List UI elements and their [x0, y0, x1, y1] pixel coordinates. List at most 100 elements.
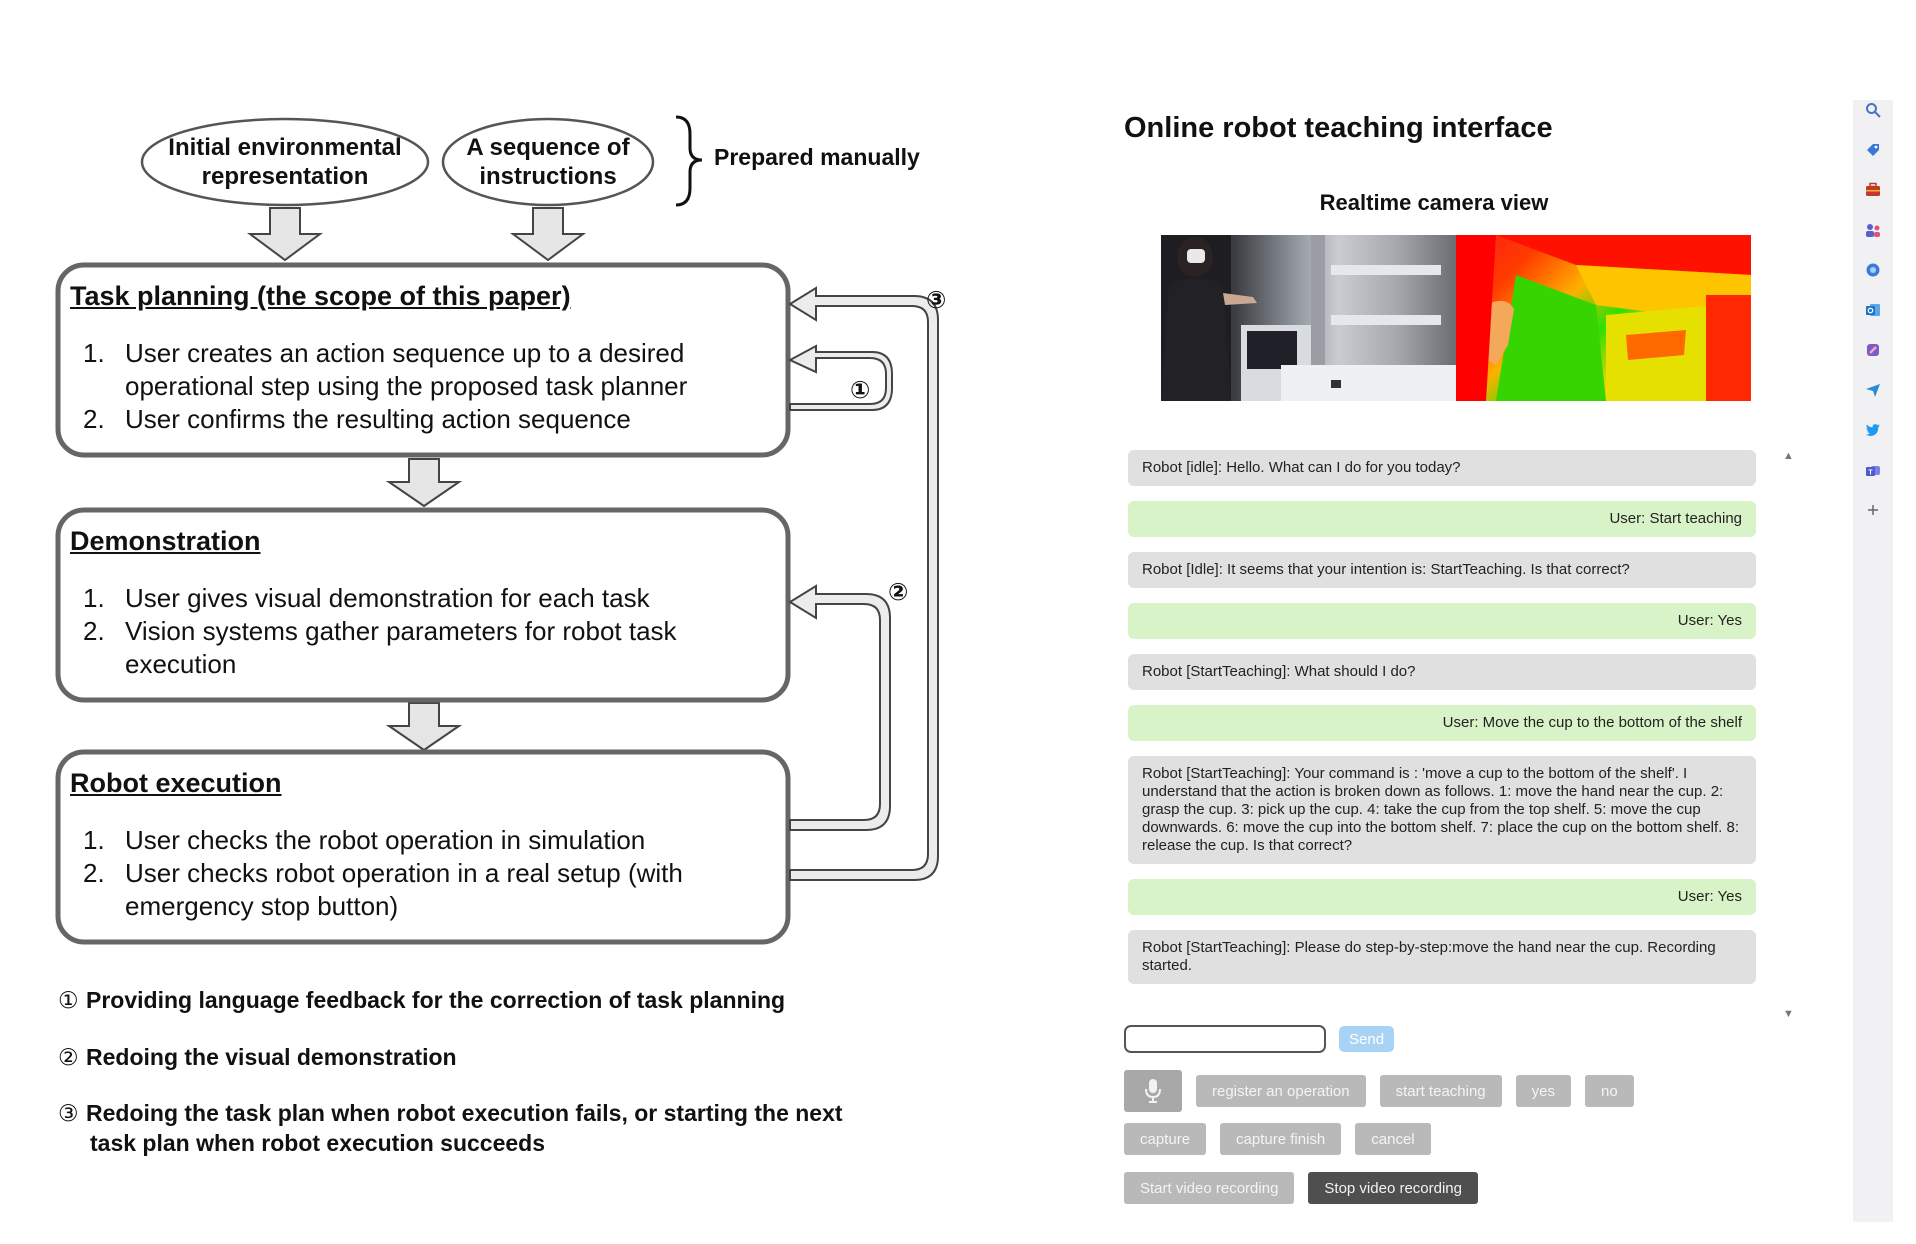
loop-label-3: ③: [926, 287, 947, 314]
depth-camera-frame: [1456, 235, 1751, 401]
register-operation-button[interactable]: register an operation: [1196, 1075, 1366, 1107]
loop-label-2: ②: [888, 579, 909, 606]
message-input[interactable]: [1124, 1025, 1326, 1053]
input-instr-line1: A sequence of: [466, 134, 630, 161]
robot-execution-content: Robot execution 1. User checks the robot …: [70, 767, 770, 923]
camera-view-title: Realtime camera view: [1319, 190, 1549, 215]
legend-text: Redoing the visual demonstration: [86, 1044, 457, 1070]
robot-execution-item-2: 2. User checks robot operation in a real …: [70, 857, 770, 923]
chat-message-user: User: Move the cup to the bottom of the …: [1128, 705, 1756, 741]
search-icon[interactable]: [1865, 102, 1881, 118]
loop-arrow-2: [788, 584, 891, 831]
start-teaching-button[interactable]: start teaching: [1379, 1075, 1502, 1107]
robot-execution-title: Robot execution: [70, 768, 282, 798]
item-text: Vision systems gather parameters for rob…: [125, 616, 677, 679]
interface-title: Online robot teaching interface: [1124, 112, 1553, 144]
box-demonstration: [55, 507, 791, 703]
item-number: 1.: [83, 825, 105, 855]
copilot-icon[interactable]: [1865, 262, 1881, 278]
scroll-up-icon[interactable]: ▲: [1783, 450, 1794, 462]
legend-text: Providing language feedback for the corr…: [86, 987, 786, 1013]
down-arrow-2: [509, 207, 587, 262]
video-button-row: Start video recording Stop video recordi…: [1124, 1172, 1492, 1204]
item-text: User creates an action sequence up to a …: [125, 338, 688, 401]
item-text: User gives visual demonstration for each…: [125, 583, 650, 613]
chat-message-robot: Robot [StartTeaching]: Your command is :…: [1128, 756, 1756, 864]
send-icon[interactable]: [1865, 382, 1881, 398]
legend-mark: ③: [58, 1100, 79, 1126]
chat-message-user: User: Yes: [1128, 603, 1756, 639]
no-button[interactable]: no: [1585, 1075, 1634, 1107]
microphone-icon: [1145, 1079, 1161, 1103]
input-env-line1: Initial environmental: [168, 134, 402, 161]
legend-mark: ①: [58, 987, 79, 1013]
legend-item-3: ③ Redoing the task plan when robot execut…: [58, 1098, 878, 1158]
capture-button[interactable]: capture: [1124, 1123, 1207, 1155]
camera-view: [1161, 235, 1751, 401]
input-instr-line2: instructions: [479, 163, 617, 190]
chat-message-robot: Robot [Idle]: It seems that your intenti…: [1128, 552, 1756, 588]
chat-message-robot: Robot [StartTeaching]: What should I do?: [1128, 654, 1756, 690]
input-env-line2: representation: [201, 163, 369, 190]
teaching-interface: Online robot teaching interface Realtime…: [1110, 0, 1850, 1244]
item-number: 1.: [83, 338, 105, 368]
item-number: 2.: [83, 858, 105, 888]
chat-log[interactable]: ▲ Robot [idle]: Hello. What can I do for…: [1128, 450, 1794, 1022]
capture-finish-button[interactable]: capture finish: [1220, 1123, 1342, 1155]
loop-arrow-3: [788, 286, 939, 881]
item-number: 1.: [83, 583, 105, 613]
tag-icon[interactable]: [1865, 142, 1881, 158]
stop-video-recording-button[interactable]: Stop video recording: [1308, 1172, 1478, 1204]
scroll-down-icon[interactable]: ▼: [1783, 1008, 1794, 1020]
down-arrow-4: [385, 702, 463, 752]
down-arrows: [246, 207, 587, 752]
microphone-button[interactable]: [1124, 1070, 1182, 1112]
outlook-icon[interactable]: [1865, 302, 1881, 318]
task-planning-item-2: 2.User confirms the resulting action seq…: [70, 403, 770, 436]
item-text: User checks the robot operation in simul…: [125, 825, 646, 855]
input-env-text: Initial environmental representation: [150, 133, 420, 191]
cancel-button[interactable]: cancel: [1355, 1123, 1431, 1155]
item-number: 2.: [83, 404, 105, 434]
people-icon[interactable]: [1865, 222, 1881, 238]
start-video-recording-button[interactable]: Start video recording: [1124, 1172, 1295, 1204]
workflow-diagram: Initial environmental representation A s…: [55, 115, 947, 1158]
rgb-camera-frame: [1161, 235, 1456, 401]
demonstration-title: Demonstration: [70, 526, 261, 556]
add-icon[interactable]: [1865, 502, 1881, 518]
legend-text-cont: task plan when robot execution succeeds: [90, 1130, 546, 1156]
task-planning-title: Task planning (the scope of this paper): [70, 281, 571, 311]
input-oval-instr: [441, 117, 655, 207]
designer-icon[interactable]: [1865, 342, 1881, 358]
input-instr-text: A sequence of instructions: [448, 133, 648, 191]
teams-icon[interactable]: T: [1865, 462, 1881, 478]
box-robot-execution: [55, 749, 791, 945]
command-button-row: register an operation start teaching yes…: [1124, 1070, 1648, 1112]
yes-button[interactable]: yes: [1515, 1075, 1571, 1107]
input-oval-env: [140, 117, 430, 207]
chat-message-robot: Robot [StartTeaching]: Please do step-by…: [1128, 930, 1756, 984]
diagram-shapes: [55, 115, 939, 945]
chat-message-robot: Robot [idle]: Hello. What can I do for y…: [1128, 450, 1756, 486]
twitter-icon[interactable]: [1865, 422, 1881, 438]
demonstration-item-2: 2.Vision systems gather parameters for r…: [70, 615, 770, 681]
item-text: User checks robot operation in a real se…: [125, 858, 683, 921]
robot-execution-item-1: 1. User checks the robot operation in sim…: [70, 824, 770, 857]
loop-arrow-1: [787, 344, 893, 411]
browser-side-bar: T: [1853, 100, 1893, 1222]
down-arrow-3: [385, 458, 463, 508]
briefcase-icon[interactable]: [1865, 182, 1881, 198]
task-planning-content: Task planning (the scope of this paper) …: [70, 280, 770, 436]
chat-message-user: User: Yes: [1128, 879, 1756, 915]
capture-button-row: capture capture finish cancel: [1124, 1123, 1445, 1155]
loop-label-1: ①: [850, 377, 871, 404]
svg-text:T: T: [1868, 470, 1873, 477]
demonstration-content: Demonstration 1. User gives visual demons…: [70, 525, 770, 681]
legend-text: Redoing the task plan when robot executi…: [86, 1100, 843, 1126]
down-arrow-1: [246, 207, 324, 262]
legend-mark: ②: [58, 1044, 79, 1070]
brace: [675, 115, 703, 207]
legend-item-1: ① Providing language feedback for the cor…: [58, 985, 878, 1015]
prepared-manually-label: Prepared manually: [714, 144, 920, 170]
send-button[interactable]: Send: [1339, 1026, 1395, 1052]
